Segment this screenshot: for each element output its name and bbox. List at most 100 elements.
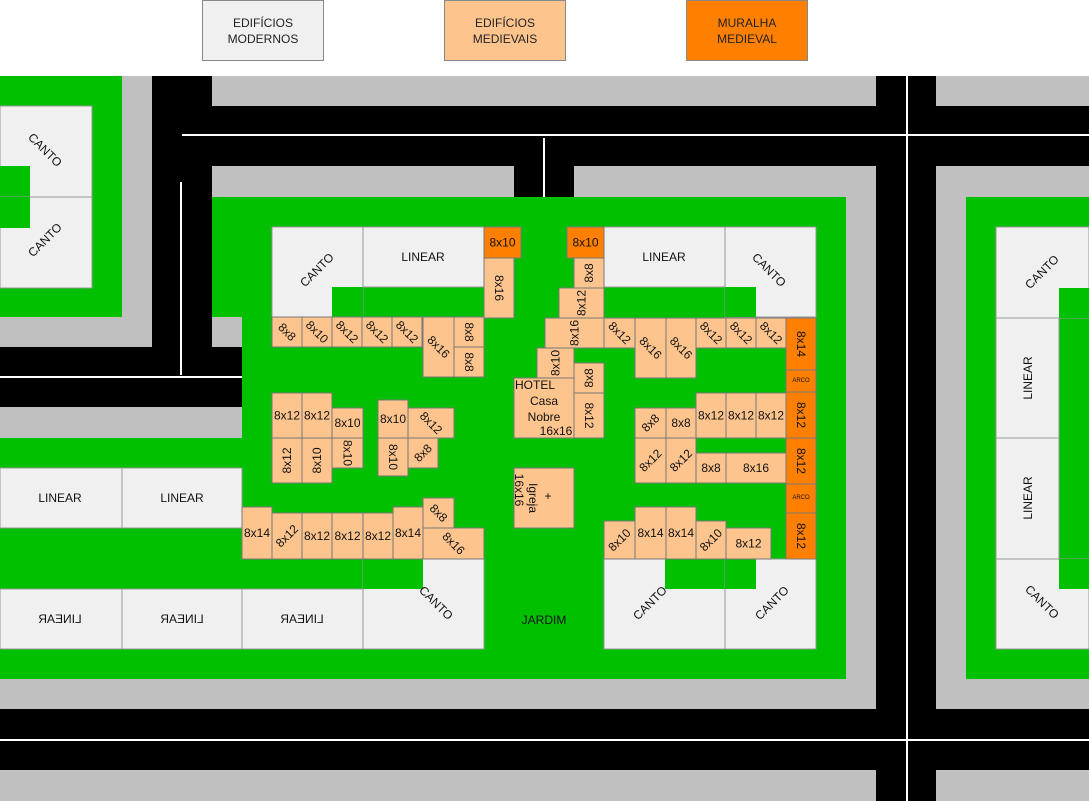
medieval-building bbox=[513, 377, 575, 439]
linear-label: LINEAR bbox=[401, 250, 445, 264]
building-name-label: Nobre bbox=[528, 410, 561, 424]
legend-medieval: EDIFÍCIOS MEDIEVAIS bbox=[444, 0, 566, 61]
building-size-label: 8x12 bbox=[304, 529, 330, 543]
lane-marking bbox=[180, 182, 182, 375]
building-size-label: 8x14 bbox=[668, 526, 694, 540]
medieval-building bbox=[695, 520, 727, 560]
building-size-label: 8x14 bbox=[395, 526, 421, 540]
building-size-label: 16x16 bbox=[512, 474, 526, 507]
building-size-label: 8x8 bbox=[462, 352, 476, 372]
building-size-label: 8x8 bbox=[582, 263, 596, 283]
modern-building bbox=[0, 588, 123, 650]
medieval-building bbox=[665, 317, 697, 379]
building-size-label: 8x16 bbox=[492, 275, 506, 301]
legend-modern: EDIFÍCIOS MODERNOS bbox=[202, 0, 324, 61]
building-size-label: 8x10 bbox=[380, 412, 406, 426]
road bbox=[152, 76, 182, 347]
medieval-building bbox=[362, 512, 394, 560]
medieval-building bbox=[755, 317, 787, 349]
wall-segment bbox=[785, 437, 817, 485]
medieval-building bbox=[695, 392, 727, 439]
medieval-building bbox=[391, 316, 423, 348]
building-size-label: 8x12 bbox=[758, 409, 784, 423]
medieval-building bbox=[483, 257, 515, 319]
green-notch bbox=[0, 197, 30, 228]
building-size-label: 8x14 bbox=[794, 331, 808, 357]
sidewalk bbox=[574, 166, 876, 197]
medieval-building bbox=[536, 347, 575, 379]
medieval-building bbox=[301, 437, 333, 484]
medieval-building bbox=[634, 437, 667, 484]
modern-building bbox=[724, 558, 817, 650]
building-size-label: 8x14 bbox=[637, 526, 663, 540]
building-size-label: 16x16 bbox=[540, 424, 573, 438]
medieval-building bbox=[725, 392, 757, 439]
modern-building bbox=[241, 588, 364, 650]
medieval-building bbox=[453, 346, 485, 378]
modern-building bbox=[121, 467, 243, 529]
medieval-building bbox=[725, 452, 787, 484]
building-size-label: 8x12 bbox=[280, 447, 294, 473]
sidewalk bbox=[0, 770, 876, 801]
church-cross: + bbox=[544, 489, 551, 503]
medieval-building bbox=[695, 452, 727, 484]
medieval-building bbox=[301, 512, 333, 560]
linear-label: LINEAR bbox=[1021, 356, 1035, 400]
building-size-label: 8x10 bbox=[572, 236, 598, 250]
wall-segment bbox=[785, 512, 817, 560]
medieval-building bbox=[271, 437, 303, 484]
medieval-building bbox=[331, 437, 364, 469]
sidewalk bbox=[936, 166, 1089, 197]
medieval-building bbox=[392, 506, 424, 560]
modern-building bbox=[995, 317, 1060, 439]
medieval-building bbox=[271, 316, 303, 348]
medieval-building bbox=[331, 407, 364, 439]
sidewalk bbox=[212, 166, 242, 197]
building-size-label: 8x10 bbox=[341, 440, 355, 466]
church-label: Igreja bbox=[526, 483, 540, 513]
building-size-label: 8x8 bbox=[701, 461, 721, 475]
medieval-building bbox=[271, 512, 303, 560]
arch-label: ARCO bbox=[792, 378, 810, 384]
building-size-label: 8x10 bbox=[386, 444, 400, 470]
sidewalk bbox=[0, 679, 876, 709]
building-size-label: 8x10 bbox=[549, 350, 563, 376]
medieval-building bbox=[665, 506, 697, 560]
medieval-building bbox=[725, 527, 772, 560]
wall-segment bbox=[483, 226, 522, 259]
legend-wall: MURALHA MEDIEVAL bbox=[686, 0, 808, 61]
lane-marking bbox=[543, 138, 545, 197]
sidewalk bbox=[936, 679, 1089, 709]
building-size-label: 8x12 bbox=[794, 448, 808, 474]
sidewalk bbox=[936, 770, 1089, 801]
building-size-label: 8x14 bbox=[244, 526, 270, 540]
medieval-building bbox=[241, 506, 273, 560]
building-size-label: 8x10 bbox=[310, 447, 324, 473]
building-size-label: 8x12 bbox=[698, 409, 724, 423]
garden-label: JARDIM bbox=[522, 613, 567, 627]
medieval-building bbox=[422, 316, 455, 378]
building-size-label: 8x8 bbox=[462, 322, 476, 342]
green-notch bbox=[363, 559, 423, 589]
building-size-label: 8x16 bbox=[743, 461, 769, 475]
sidewalk bbox=[212, 76, 242, 106]
linear-label: LINEAR bbox=[280, 612, 324, 626]
medieval-building bbox=[513, 467, 575, 529]
linear-label: LINEAR bbox=[1021, 476, 1035, 520]
medieval-building bbox=[634, 506, 667, 560]
linear-label: LINEAR bbox=[38, 612, 82, 626]
green-notch bbox=[0, 166, 30, 197]
medieval-building bbox=[603, 520, 636, 560]
green-notch bbox=[725, 559, 756, 589]
medieval-building bbox=[573, 392, 605, 439]
medieval-building bbox=[453, 316, 485, 348]
building-size-label: 8x12 bbox=[582, 402, 596, 428]
medieval-building bbox=[301, 392, 333, 439]
building-size-label: 8x12 bbox=[575, 290, 589, 316]
building-size-label: 8x10 bbox=[489, 236, 515, 250]
building-size-label: 8x12 bbox=[735, 537, 761, 551]
arch-label: ARCO bbox=[792, 495, 810, 501]
medieval-building bbox=[377, 437, 409, 477]
green-notch bbox=[665, 559, 725, 589]
